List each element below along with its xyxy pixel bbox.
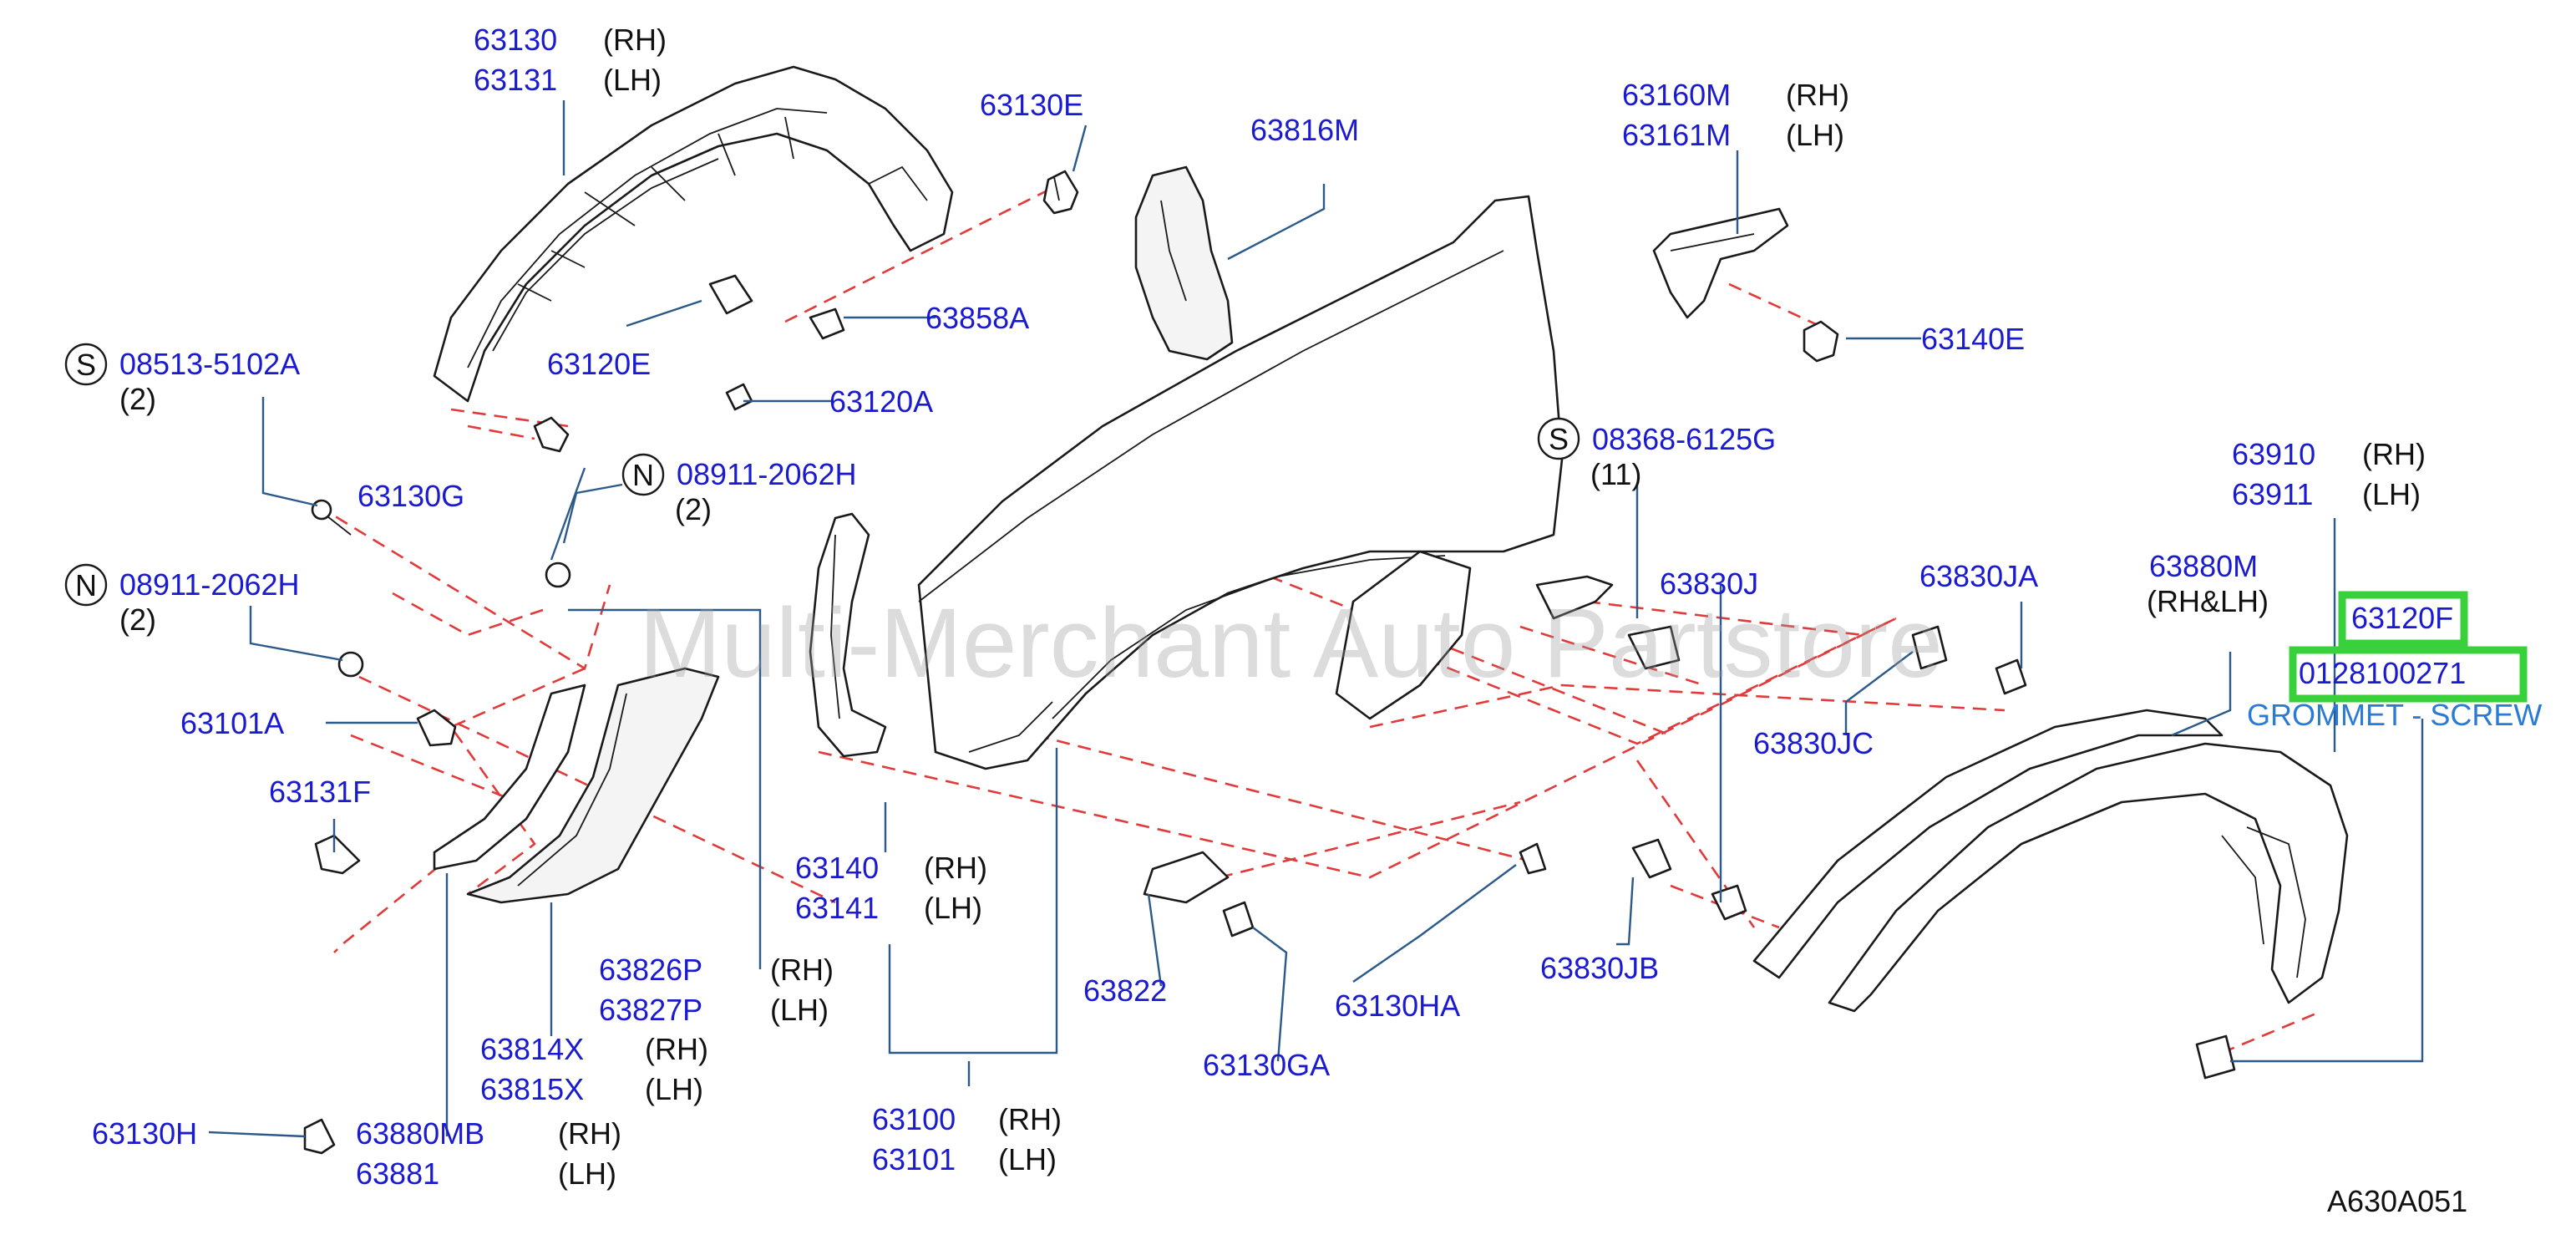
label-08911-2062h-b[interactable]: 08911-2062H xyxy=(119,567,300,602)
fender-flange-part xyxy=(1335,550,1614,720)
mark-n-1: N xyxy=(632,458,654,492)
label-63830jc[interactable]: 63830JC xyxy=(1753,726,1874,760)
label-63130e[interactable]: 63130E xyxy=(980,88,1083,122)
mark-s-2: S xyxy=(1549,422,1569,456)
label-63822[interactable]: 63822 xyxy=(1083,973,1167,1008)
label-63911-side: (LH) xyxy=(2362,477,2421,511)
label-08368-6125g[interactable]: 08368-6125G xyxy=(1592,422,1776,456)
label-63910[interactable]: 63910 xyxy=(2232,437,2315,471)
label-63130ga[interactable]: 63130GA xyxy=(1203,1048,1330,1082)
label-63827p[interactable]: 63827P xyxy=(599,993,702,1027)
label-63830j[interactable]: 63830J xyxy=(1660,567,1758,601)
label-63830ja[interactable]: 63830JA xyxy=(1919,559,2038,593)
label-63814x-side: (RH) xyxy=(645,1032,708,1066)
label-63160m-side: (RH) xyxy=(1786,78,1849,112)
label-63100[interactable]: 63100 xyxy=(872,1102,956,1136)
label-63881-side: (LH) xyxy=(558,1156,616,1191)
label-63816m[interactable]: 63816M xyxy=(1250,113,1359,147)
label-63130g[interactable]: 63130G xyxy=(357,479,464,513)
label-0128100271[interactable]: 0128100271 xyxy=(2299,656,2466,690)
label-63120f[interactable]: 63120F xyxy=(2351,601,2453,635)
label-08911-2062h-a[interactable]: 08911-2062H xyxy=(677,457,857,491)
label-63101a[interactable]: 63101A xyxy=(180,706,284,740)
label-08911-2062h-b-qty: (2) xyxy=(119,602,156,637)
label-63826p[interactable]: 63826P xyxy=(599,953,702,987)
label-63910-side: (RH) xyxy=(2362,437,2426,471)
label-08911-2062h-a-qty: (2) xyxy=(675,492,712,526)
watermark: Multi-Merchant Auto Partstore xyxy=(639,588,1943,699)
label-63815x-side: (LH) xyxy=(645,1072,703,1106)
mark-s-1: S xyxy=(76,348,96,382)
label-63120a[interactable]: 63120A xyxy=(829,384,933,419)
label-63120e[interactable]: 63120E xyxy=(547,347,651,381)
label-63101[interactable]: 63101 xyxy=(872,1142,956,1176)
label-63826p-side: (RH) xyxy=(770,953,834,987)
label-63827p-side: (LH) xyxy=(770,993,829,1027)
fender-panel-part xyxy=(917,195,1564,770)
label-63131[interactable]: 63131 xyxy=(474,63,557,97)
label-63815x[interactable]: 63815X xyxy=(480,1072,584,1106)
label-63160m[interactable]: 63160M xyxy=(1622,78,1731,112)
bracket-63140-part xyxy=(809,512,887,758)
label-63161m-side: (LH) xyxy=(1786,118,1844,152)
label-63880m-side: (RH&LH) xyxy=(2147,584,2269,618)
label-63880mb-side: (RH) xyxy=(558,1116,621,1151)
label-63100-side: (RH) xyxy=(998,1102,1062,1136)
bracket-63816m-part xyxy=(1134,165,1234,361)
label-63161m[interactable]: 63161M xyxy=(1622,118,1731,152)
clip-63140e-part xyxy=(1803,320,1839,363)
seal-strip-63880mb-part xyxy=(433,684,586,871)
bracket-63160m-part xyxy=(1652,207,1789,319)
diagram-code: A630A051 xyxy=(2327,1184,2467,1218)
label-08513-5102a[interactable]: 08513-5102A xyxy=(119,347,300,381)
label-63130h[interactable]: 63130H xyxy=(92,1116,197,1151)
label-63130ha[interactable]: 63130HA xyxy=(1335,988,1460,1023)
fender-liner-part xyxy=(433,65,954,403)
label-63911[interactable]: 63911 xyxy=(2232,477,2313,511)
label-63101-side: (LH) xyxy=(998,1142,1057,1176)
label-63130-side: (RH) xyxy=(603,23,667,57)
mark-n-2: N xyxy=(75,568,97,602)
part-labels: 63130 (RH) 63131 (LH) 63130E 63816M 6316… xyxy=(75,23,2542,1218)
label-63141-side: (LH) xyxy=(924,891,982,925)
label-63880mb[interactable]: 63880MB xyxy=(356,1116,484,1151)
wheel-arch-part xyxy=(1752,709,2349,1013)
label-08513-5102a-qty: (2) xyxy=(119,382,156,416)
fender-protector-part xyxy=(466,667,720,904)
highlight-boxes xyxy=(2289,591,2528,703)
label-63130[interactable]: 63130 xyxy=(474,23,557,57)
leader-lines xyxy=(208,100,2424,1138)
label-63131f[interactable]: 63131F xyxy=(269,775,371,809)
label-63881[interactable]: 63881 xyxy=(356,1156,439,1191)
small-fasteners xyxy=(303,274,2236,1155)
label-63880m[interactable]: 63880M xyxy=(2149,549,2258,583)
label-63131-side: (LH) xyxy=(603,63,662,97)
label-63830jb[interactable]: 63830JB xyxy=(1540,951,1659,985)
label-63814x[interactable]: 63814X xyxy=(480,1032,584,1066)
label-grommet-screw: GROMMET - SCREW xyxy=(2247,698,2542,732)
mark-circles xyxy=(64,343,1580,607)
label-63858a[interactable]: 63858A xyxy=(925,301,1029,335)
label-63141[interactable]: 63141 xyxy=(795,891,879,925)
label-63140-side: (RH) xyxy=(924,851,987,885)
clip-63130e-part xyxy=(1042,170,1079,215)
label-08368-6125g-qty: (11) xyxy=(1590,457,1641,491)
label-63140e[interactable]: 63140E xyxy=(1921,322,2025,356)
label-63140[interactable]: 63140 xyxy=(795,851,879,885)
